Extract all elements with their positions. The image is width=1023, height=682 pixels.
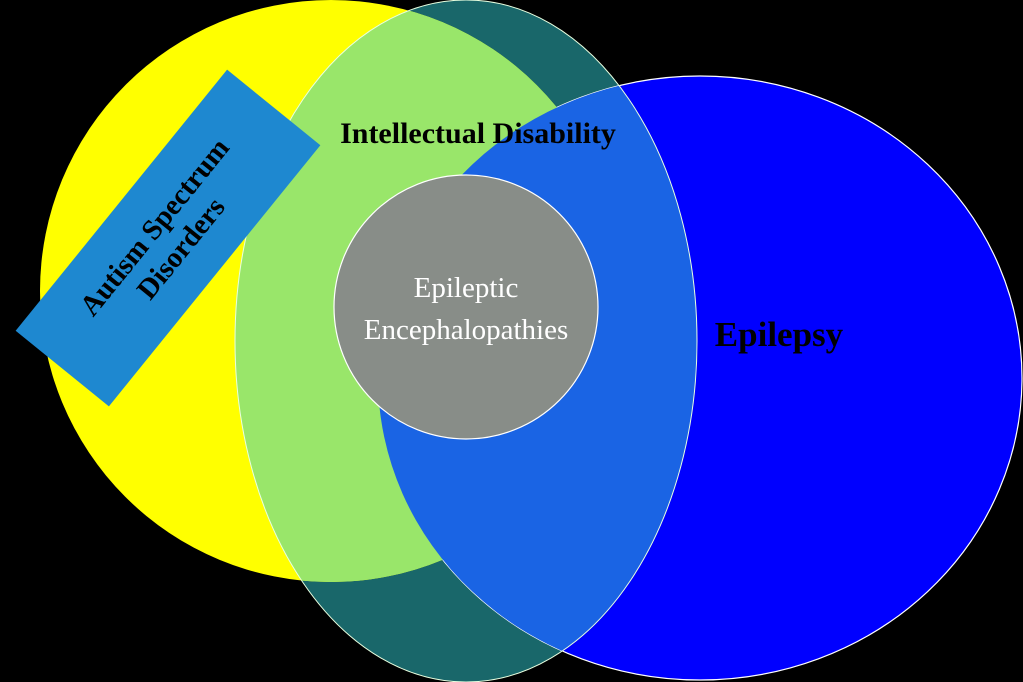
epilepsy-label: Epilepsy xyxy=(715,315,844,354)
epileptic-encephalopathies-label-line1: Epileptic xyxy=(414,272,519,304)
autism-label-box xyxy=(15,69,321,407)
intellectual-disability-outline xyxy=(234,0,698,682)
epileptic-encephalopathies-circle xyxy=(333,174,599,440)
epileptic-encephalopathies-label-line2: Encephalopathies xyxy=(364,314,569,346)
intellectual-disability-label: Intellectual Disability xyxy=(340,117,616,150)
